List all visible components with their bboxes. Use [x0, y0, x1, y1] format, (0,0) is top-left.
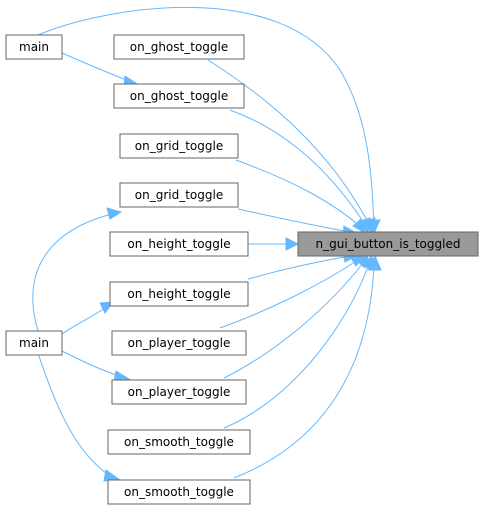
node-label: main [19, 336, 49, 350]
node-on-ghost-toggle-1[interactable]: on_ghost_toggle [113, 34, 245, 60]
node-label: on_smooth_toggle [124, 485, 234, 499]
edge-main-2-to-on-smooth-toggle [37, 352, 111, 477]
nodes: main on_ghost_toggle on_ghost_toggle on_… [5, 34, 479, 505]
node-label: on_grid_toggle [135, 139, 223, 153]
node-label: main [19, 40, 49, 54]
node-main-1[interactable]: main [5, 34, 63, 60]
node-on-smooth-toggle-2[interactable]: on_smooth_toggle [107, 479, 251, 505]
node-on-height-toggle-2[interactable]: on_height_toggle [109, 281, 249, 307]
node-on-smooth-toggle-1[interactable]: on_smooth_toggle [107, 429, 251, 455]
edge-main-2-to-on-player-toggle [61, 350, 121, 377]
node-label: on_grid_toggle [135, 188, 223, 202]
edge-on-height-toggle-2-to-target [247, 255, 351, 280]
edge-on-ghost-toggle-2-to-target [229, 109, 367, 227]
node-on-grid-toggle-1[interactable]: on_grid_toggle [119, 133, 239, 159]
edge-on-grid-toggle-1-to-target [235, 159, 363, 229]
node-label: on_ghost_toggle [130, 40, 228, 54]
node-n-gui-button-is-toggled[interactable]: n_gui_button_is_toggled [297, 231, 479, 257]
node-label: on_player_toggle [128, 385, 231, 399]
node-on-grid-toggle-2[interactable]: on_grid_toggle [119, 182, 239, 208]
node-label: on_height_toggle [127, 237, 230, 251]
node-on-height-toggle-1[interactable]: on_height_toggle [109, 231, 249, 257]
node-on-ghost-toggle-2[interactable]: on_ghost_toggle [113, 83, 245, 109]
edge-on-player-toggle-2-to-target [223, 261, 365, 379]
node-label: on_height_toggle [127, 287, 230, 301]
node-on-player-toggle-1[interactable]: on_player_toggle [111, 330, 247, 356]
edge-on-ghost-toggle-1-to-target [207, 59, 371, 227]
edge-main-to-target [37, 6, 375, 229]
node-main-2[interactable]: main [5, 330, 63, 356]
edge-main-2-to-on-grid-toggle [32, 213, 113, 332]
node-on-player-toggle-2[interactable]: on_player_toggle [111, 379, 247, 405]
edge-on-smooth-toggle-1-to-target [223, 263, 370, 429]
node-label: on_smooth_toggle [124, 435, 234, 449]
arrowhead [285, 237, 300, 251]
arrowhead [106, 207, 123, 220]
arrowhead [367, 254, 382, 271]
node-label: on_player_toggle [128, 336, 231, 350]
edge-on-player-toggle-1-to-target [219, 259, 359, 329]
arrowhead [352, 218, 366, 235]
node-label: n_gui_button_is_toggled [316, 237, 461, 251]
edge-on-grid-toggle-2-to-target [237, 208, 351, 233]
edge-on-smooth-toggle-2-to-target [233, 263, 375, 479]
edge-main-2-to-on-height-toggle [61, 307, 106, 335]
node-label: on_ghost_toggle [130, 89, 228, 103]
arrowhead [103, 469, 122, 482]
